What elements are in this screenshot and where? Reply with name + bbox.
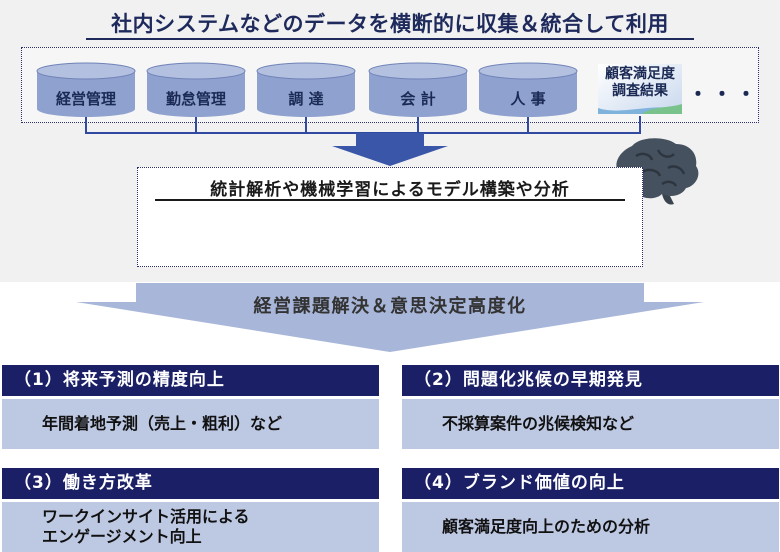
db-connector-lines — [85, 116, 641, 134]
card-4-body: 顧客満足度向上のための分析 — [402, 502, 779, 552]
db-chotatsu: 調 達 — [256, 62, 356, 118]
db-jinji: 人 事 — [478, 62, 578, 118]
card-1-body-line: 年間着地予測（売上・粗利）など — [42, 414, 283, 433]
goal-label: 経営課題解決＆意思決定高度化 — [253, 296, 527, 317]
card-3-body-line-2: エンゲージメント向上 — [42, 527, 202, 546]
card-4-heading: （4）ブランド価値の向上 — [402, 468, 779, 499]
db-label: 勤怠管理 — [165, 90, 226, 108]
analysis-title: 統計解析や機械学習によるモデル構築や分析 — [210, 180, 570, 200]
db-kaikei: 会 計 — [368, 62, 468, 118]
db-label: 調 達 — [288, 90, 324, 108]
db-label: 会 計 — [400, 90, 436, 108]
survey-label: 顧客満足度 調査結果 — [592, 66, 688, 100]
page-title: 社内システムなどのデータを横断的に収集＆統合して利用 — [111, 12, 669, 36]
survey-document-icon — [598, 64, 682, 114]
db-label: 経営管理 — [55, 90, 116, 108]
survey-label-line2: 調査結果 — [612, 83, 668, 99]
card-2-body-line: 不採算案件の兆候検知など — [442, 414, 635, 433]
db-cylinder-icon — [146, 62, 246, 117]
card-3-heading: （3）働き方改革 — [2, 468, 379, 499]
db-cylinder-icon — [478, 62, 578, 117]
goal-arrow — [76, 283, 704, 352]
card-1-body: 年間着地予測（売上・粗利）など — [2, 399, 379, 449]
analysis-frame — [137, 167, 643, 267]
card-1-heading: （1）将来予測の精度向上 — [2, 365, 379, 396]
collect-arrow — [332, 133, 448, 166]
db-kintai-kanri: 勤怠管理 — [146, 62, 246, 118]
card-2-heading: （2）問題化兆候の早期発見 — [402, 365, 779, 396]
db-cylinder-icon — [368, 62, 468, 117]
analysis-title-underline — [155, 199, 625, 201]
db-label: 人 事 — [510, 90, 546, 108]
more-sources-ellipsis: ・・・ — [688, 82, 760, 106]
db-cylinder-icon — [36, 62, 136, 117]
card-2-body: 不採算案件の兆候検知など — [402, 399, 779, 449]
card-3-body-line-1: ワークインサイト活用による — [42, 507, 250, 526]
survey-label-line1: 顧客満足度 — [605, 66, 675, 82]
db-keiei-kanri: 経営管理 — [36, 62, 136, 118]
title-underline — [86, 38, 694, 40]
card-3-body: ワークインサイト活用による エンゲージメント向上 — [2, 502, 379, 552]
db-cylinder-icon — [256, 62, 356, 117]
card-4-body-line: 顧客満足度向上のための分析 — [442, 517, 651, 536]
